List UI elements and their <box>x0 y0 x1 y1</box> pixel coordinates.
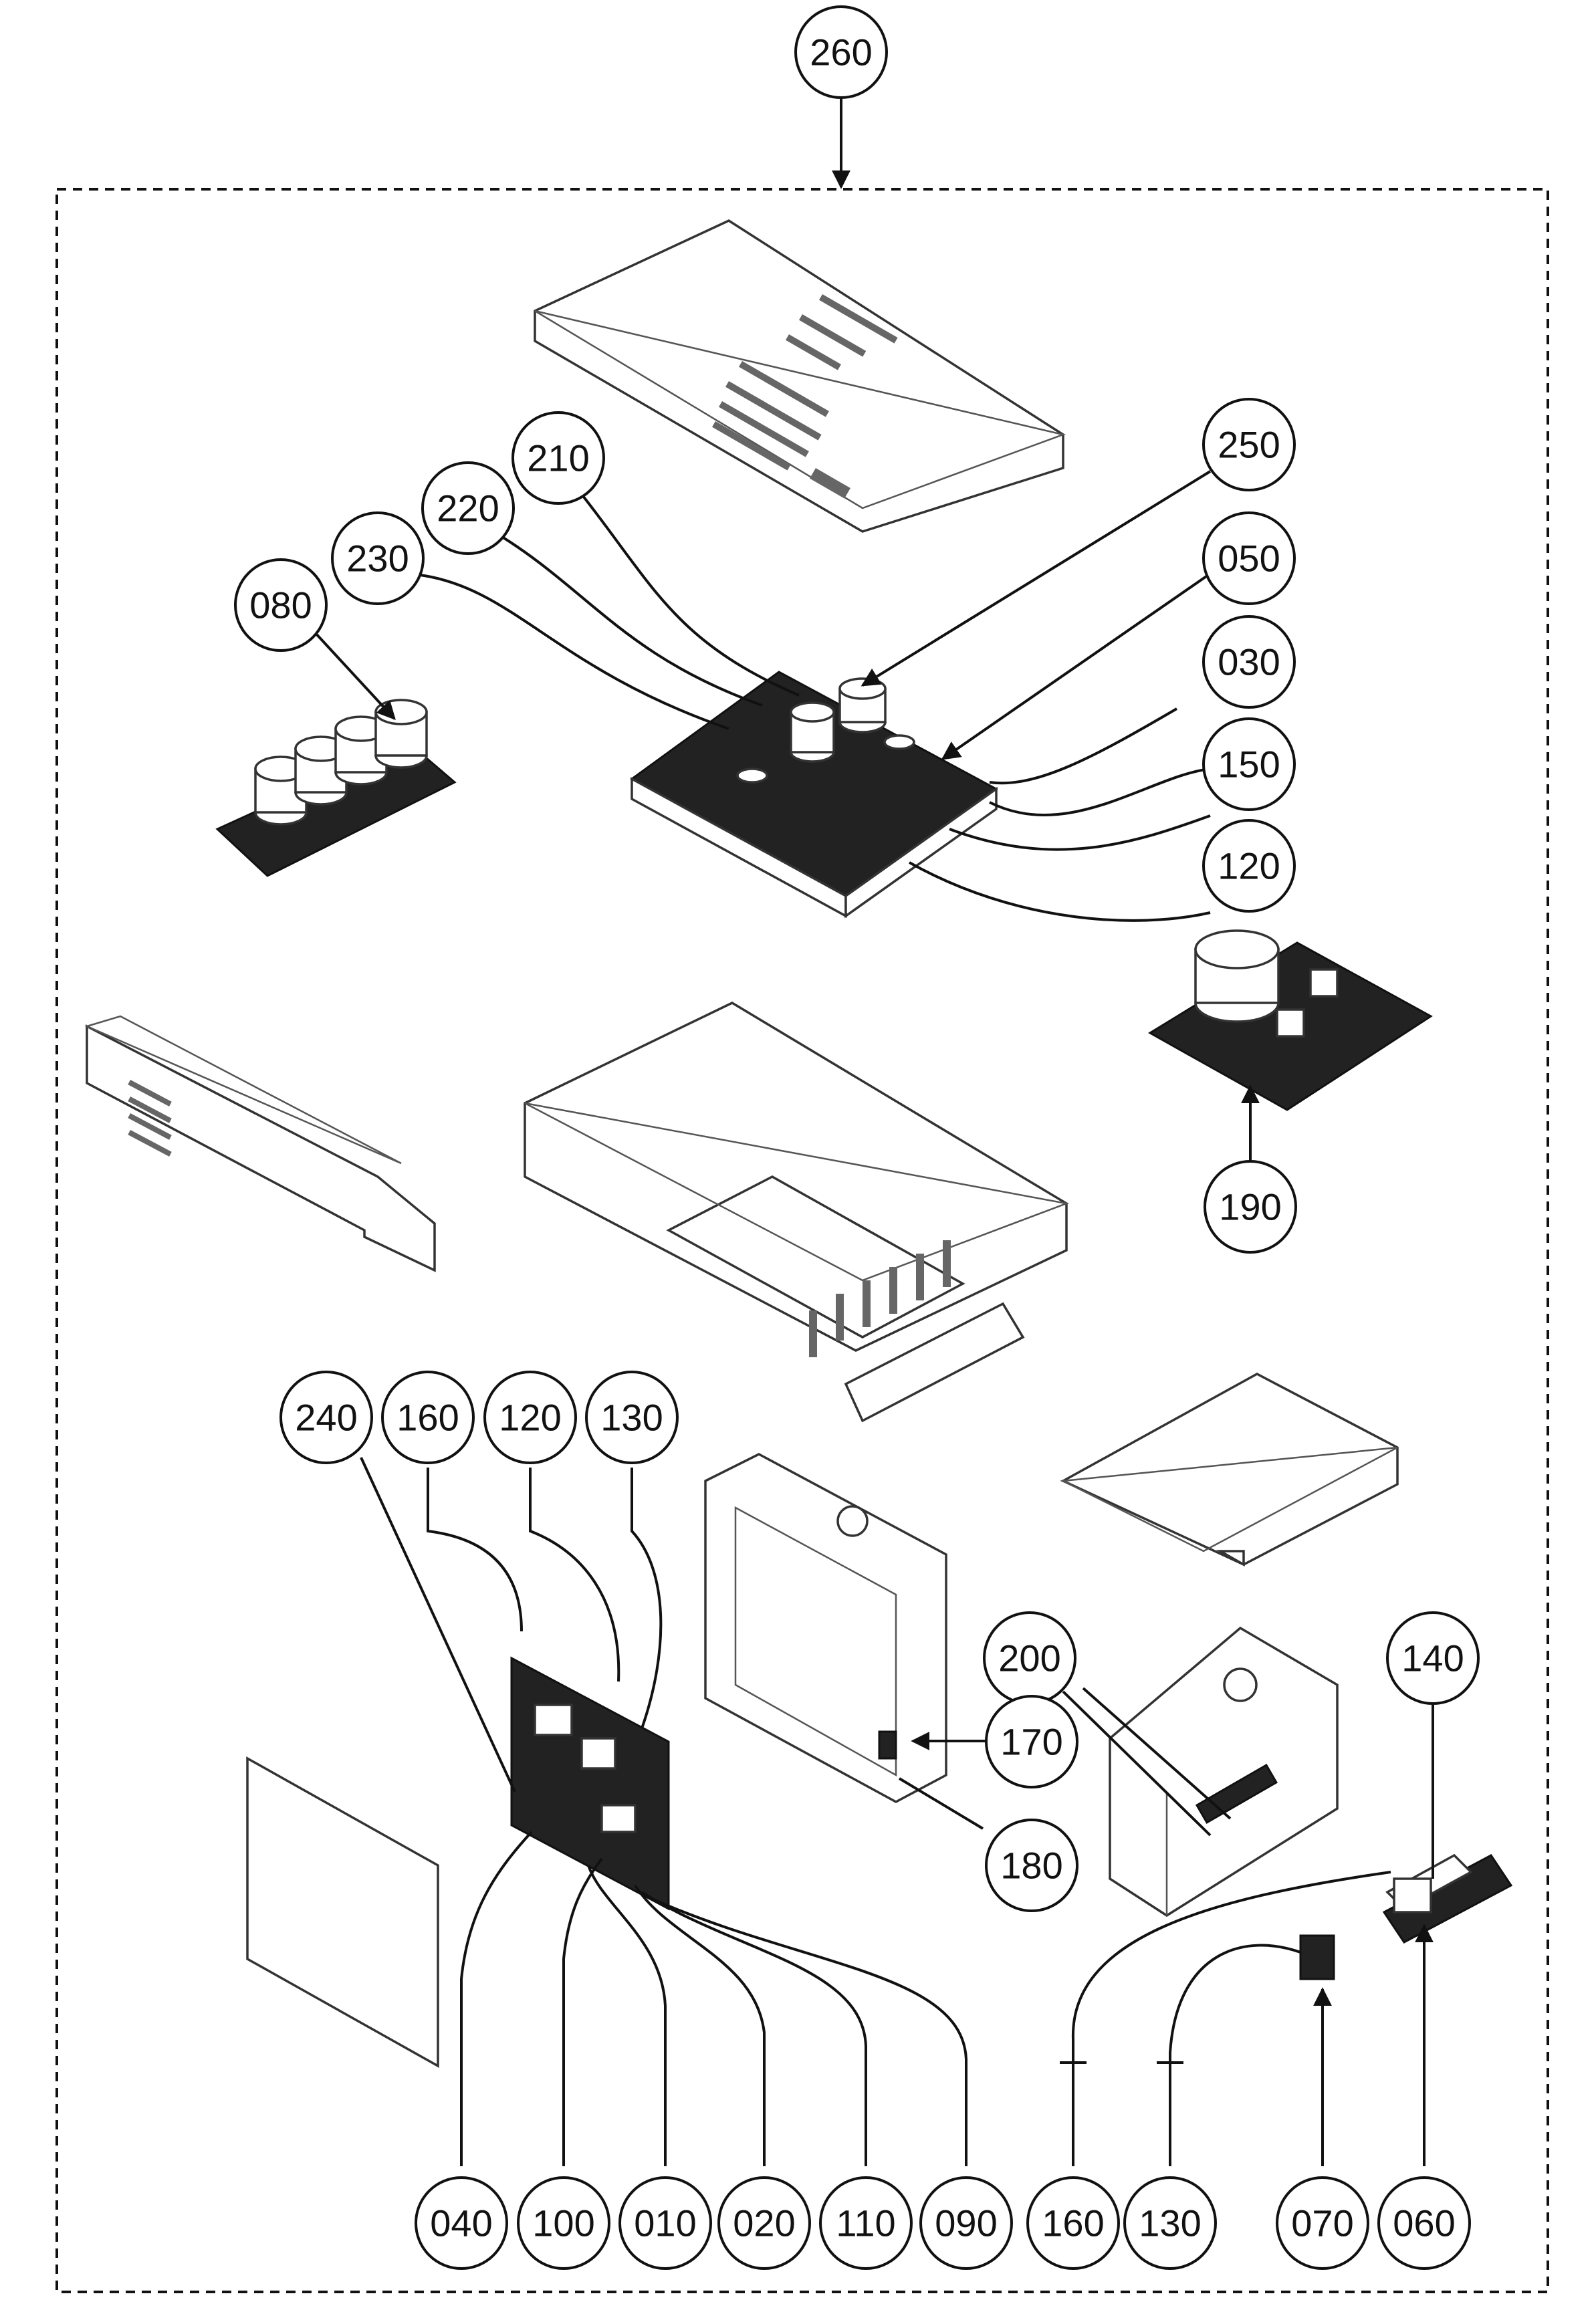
callout-130-upper-label: 130 <box>600 1397 663 1439</box>
terminal-block <box>1382 1853 1513 1944</box>
callout-060-label: 060 <box>1393 2202 1455 2244</box>
callout-010-label: 010 <box>634 2202 696 2244</box>
callout-090: 090 <box>919 2176 1013 2270</box>
callout-150: 150 <box>1202 717 1296 811</box>
top-cover-panel <box>534 219 1066 533</box>
callout-170: 170 <box>985 1695 1078 1788</box>
callout-120-mid-label: 120 <box>499 1397 561 1439</box>
callout-160-lower-label: 160 <box>1042 2202 1104 2244</box>
callout-050: 050 <box>1202 511 1296 605</box>
callout-210: 210 <box>511 411 605 505</box>
callout-130-upper: 130 <box>585 1371 679 1464</box>
callout-170-label: 170 <box>1000 1721 1062 1763</box>
rear-cover-plate <box>246 1756 439 2068</box>
noise-filter-board <box>1148 929 1433 1111</box>
callout-050-label: 050 <box>1218 538 1280 580</box>
callout-160-lower: 160 <box>1026 2176 1120 2270</box>
mounting-plate <box>704 1453 947 1803</box>
callout-040: 040 <box>415 2176 508 2270</box>
callout-120-top-label: 120 <box>1218 845 1280 887</box>
callout-230-label: 230 <box>346 538 409 580</box>
callout-250-label: 250 <box>1218 424 1280 466</box>
assembly-frame <box>55 188 1549 2293</box>
callout-120-top: 120 <box>1202 819 1296 913</box>
callout-260-label: 260 <box>810 31 872 74</box>
connector-070 <box>1299 1934 1335 1980</box>
callout-200-label: 200 <box>998 1637 1060 1679</box>
callout-080-label: 080 <box>249 584 312 626</box>
callout-150-label: 150 <box>1218 743 1280 786</box>
callout-160-upper: 160 <box>381 1371 475 1464</box>
callout-240-label: 240 <box>295 1397 357 1439</box>
callout-020-label: 020 <box>733 2202 795 2244</box>
callout-190: 190 <box>1204 1160 1297 1254</box>
terminal-box <box>1109 1626 1339 1918</box>
callout-220: 220 <box>421 461 515 555</box>
callout-210-label: 210 <box>527 437 589 479</box>
main-chassis <box>524 1002 1070 1423</box>
top-cover-vents <box>712 294 898 499</box>
callout-220-label: 220 <box>437 487 499 530</box>
callout-240: 240 <box>279 1371 373 1464</box>
callout-090-label: 090 <box>935 2202 997 2244</box>
callout-200: 200 <box>983 1611 1076 1705</box>
right-bracket <box>1060 1373 1399 1567</box>
callout-010: 010 <box>618 2176 712 2270</box>
callout-070: 070 <box>1276 2176 1369 2270</box>
callout-260: 260 <box>794 5 888 99</box>
callout-230: 230 <box>331 511 425 605</box>
callout-120-mid: 120 <box>483 1371 577 1464</box>
callout-190-label: 190 <box>1219 1186 1281 1228</box>
control-pcb-board <box>510 1656 670 1911</box>
callout-250: 250 <box>1202 398 1296 491</box>
callout-020: 020 <box>717 2176 811 2270</box>
callout-070-label: 070 <box>1291 2202 1353 2244</box>
callout-140-label: 140 <box>1401 1637 1464 1679</box>
capacitor-bank <box>215 699 457 877</box>
callout-100: 100 <box>517 2176 610 2270</box>
callout-030-label: 030 <box>1218 641 1280 683</box>
callout-100-label: 100 <box>532 2202 594 2244</box>
left-side-panel <box>84 1015 436 1272</box>
callout-040-label: 040 <box>430 2202 492 2244</box>
callout-160-upper-label: 160 <box>396 1397 459 1439</box>
callout-130-lower: 130 <box>1123 2176 1217 2270</box>
callout-060: 060 <box>1377 2176 1471 2270</box>
callout-140: 140 <box>1386 1611 1480 1705</box>
callout-080: 080 <box>234 558 328 652</box>
callout-130-lower-label: 130 <box>1139 2202 1201 2244</box>
callout-180: 180 <box>985 1819 1078 1912</box>
callout-110-label: 110 <box>836 2202 895 2244</box>
callout-110: 110 <box>819 2176 913 2270</box>
callout-030: 030 <box>1202 615 1296 709</box>
callout-180-label: 180 <box>1000 1845 1062 1887</box>
